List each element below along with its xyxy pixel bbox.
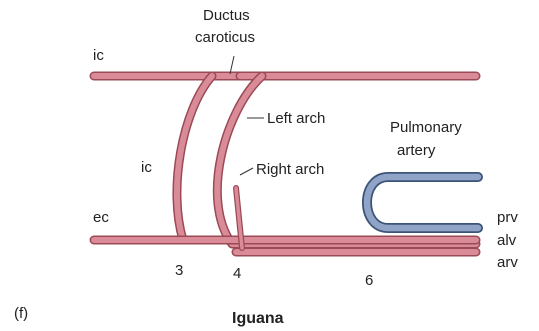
pulmonary-artery-label-line2: artery [397, 142, 436, 159]
right-arch-label: Right arch [256, 161, 324, 178]
panel-letter: (f) [14, 305, 28, 322]
arch-4-number: 4 [233, 265, 241, 282]
alv-label: alv [497, 232, 517, 249]
arch-6-number: 6 [365, 272, 373, 289]
ductus-caroticus-label-line1: Ductus [203, 7, 250, 24]
left-arch-label: Left arch [267, 110, 325, 127]
prv-label: prv [497, 209, 518, 226]
arv-label: arv [497, 254, 518, 271]
left-arch-vessel [217, 76, 476, 244]
arch-3-vessel [177, 76, 212, 240]
pulmonary-artery-vessel [367, 177, 478, 228]
ec-label: ec [93, 209, 109, 226]
figure-caption: Iguana [232, 310, 284, 327]
ductus-leader-line [230, 56, 234, 74]
ductus-caroticus-label-line2: caroticus [195, 29, 255, 46]
right-arch-leader-line [240, 168, 253, 175]
arch-3-number: 3 [175, 262, 183, 279]
ic-side-label: ic [141, 159, 152, 176]
pulmonary-artery-label-line1: Pulmonary [390, 119, 462, 136]
ic-top-label: ic [93, 47, 104, 64]
